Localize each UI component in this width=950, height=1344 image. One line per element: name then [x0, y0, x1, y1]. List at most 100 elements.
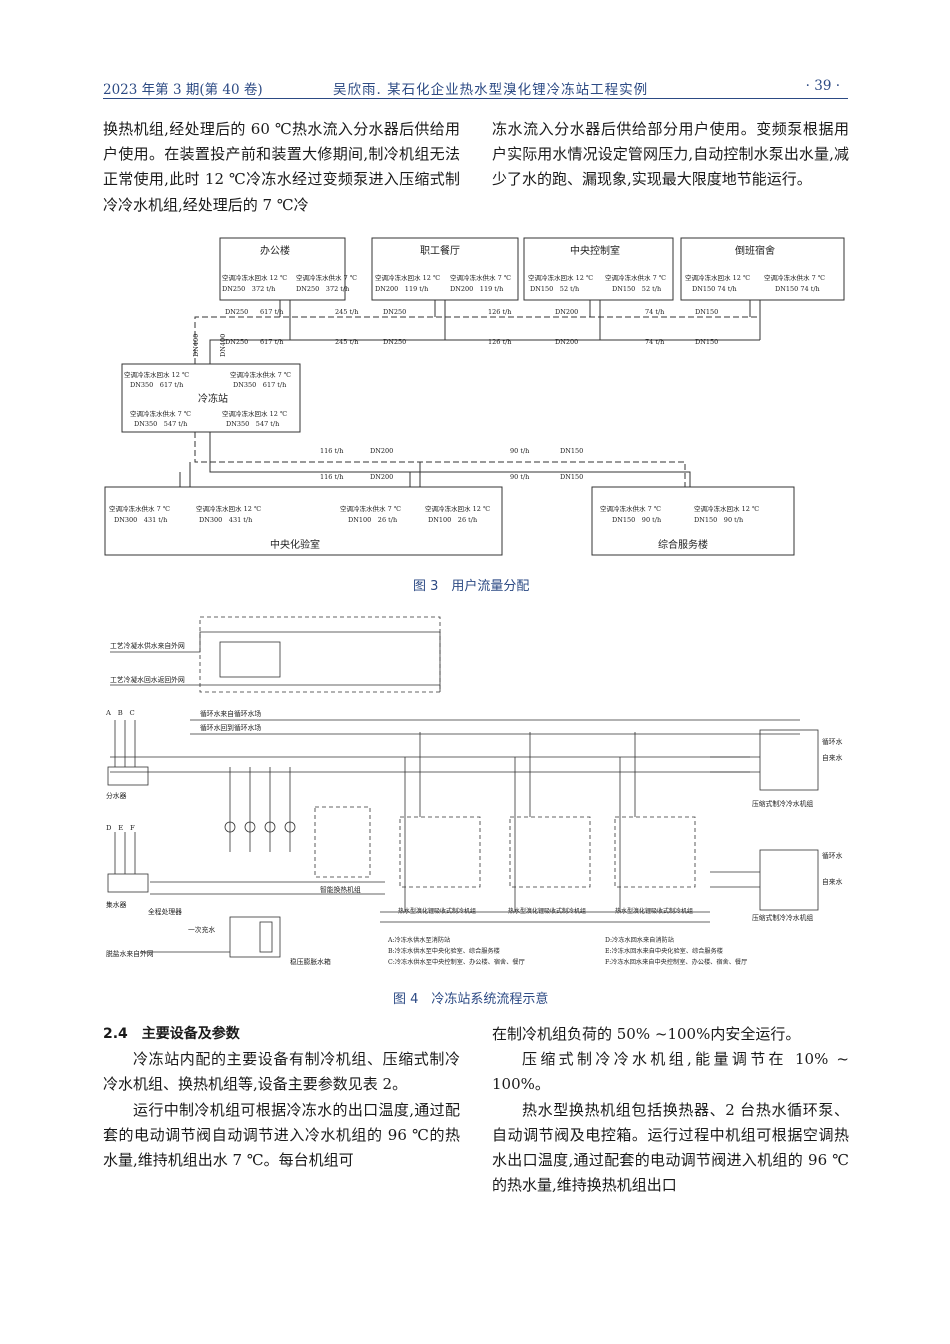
- running-header: 2023 年第 3 期(第 40 卷) 吴欣雨. 某石化企业热水型溴化锂冷冻站工…: [103, 76, 848, 99]
- diagram-label: A B C: [105, 709, 135, 717]
- pipe-label: 116 t/h: [320, 473, 343, 481]
- pipe-label: 126 t/h: [488, 308, 511, 316]
- page-number: · 39 ·: [805, 78, 840, 94]
- pipe-label: 空调冷冻水供水 7 ℃: [230, 370, 291, 379]
- pipe-label: 空调冷冻水回水 12 ℃: [685, 273, 750, 282]
- legend-item: E:冷冻水回水来自中央化验室、综合服务楼: [605, 947, 723, 955]
- paragraph: 在制冷机组负荷的 50% ~100%内安全运行。: [492, 1025, 801, 1043]
- pipe-label: DN250: [383, 308, 406, 316]
- pipe-label: 空调冷冻水回水 12 ℃: [375, 273, 440, 282]
- top-text-right: 冻水流入分水器后供给部分用户使用。变频泵根据用户实际用水情况设定管网压力,自动控…: [492, 117, 849, 193]
- diagram-label: 集水器: [106, 900, 127, 909]
- building-name: 中央控制室: [570, 244, 620, 257]
- journal-issue: 2023 年第 3 期(第 40 卷): [103, 82, 263, 98]
- figure-4-caption: 图 4 冷冻站系统流程示意: [393, 992, 549, 1007]
- diagram-label: 脱盐水来自外网: [106, 949, 154, 958]
- pipe-label: DN350 617 t/h: [130, 381, 183, 389]
- diagram-label: 热水型溴化锂吸收式制冷机组: [398, 907, 476, 915]
- pipe-label: DN400: [219, 334, 227, 357]
- pipe-label: 245 t/h: [335, 308, 358, 316]
- pipe-label: DN150 90 t/h: [694, 516, 743, 524]
- pipe-label: 空调冷冻水供水 7 ℃: [296, 273, 357, 282]
- station-name: 冷冻站: [198, 392, 228, 405]
- diagram-label: 自来水: [822, 877, 843, 886]
- pipe-label: 74 t/h: [645, 308, 664, 316]
- pipe-label: DN350 547 t/h: [134, 420, 187, 428]
- pipe-label: DN150 74 t/h: [692, 285, 737, 293]
- legend-item: C:冷冻水供水至中央控制室、办公楼、宿舍、餐厅: [388, 958, 525, 966]
- pipe-label: DN150: [695, 308, 718, 316]
- pipe-label: 空调冷冻水供水 7 ℃: [109, 504, 170, 513]
- diagram-label: 稳压膨胀水箱: [290, 957, 331, 966]
- article-title: 吴欣雨. 某石化企业热水型溴化锂冷冻站工程实例: [333, 82, 649, 98]
- figure-3-diagram: 办公楼 职工餐厅 中央控制室 倒班宿舍 空调冷冻水回水 12 ℃ DN250 3…: [104, 237, 845, 556]
- pipe-label: DN150 74 t/h: [775, 285, 820, 293]
- building-box: [591, 486, 795, 556]
- diagram-label: 自来水: [822, 753, 843, 762]
- paragraph: 热水型换热机组包括换热器、2 台热水循环泵、自动调节阀及电控箱。运行过程中机组可…: [492, 1100, 849, 1195]
- building-name: 中央化验室: [270, 538, 320, 551]
- pipe-label: 空调冷冻水回水 12 ℃: [124, 370, 189, 379]
- paragraph: 压缩式制冷冷水机组,能量调节在 10% ~ 100%。: [492, 1050, 849, 1094]
- paragraph: 换热机组,经处理后的 60 ℃热水流入分水器后供给用户使用。在装置投产前和装置大…: [103, 120, 460, 214]
- diagram-label: 全程处理器: [148, 907, 182, 916]
- pipe-label: DN200: [370, 447, 393, 455]
- pipe-label: 90 t/h: [510, 447, 529, 455]
- diagram-label: 循环水回到循环水场: [200, 723, 261, 732]
- pipe-label: DN150 52 t/h: [612, 285, 661, 293]
- pipe-label: DN200 119 t/h: [375, 285, 428, 293]
- pipe-label: DN150: [695, 338, 718, 346]
- pipe-label: 617 t/h: [260, 308, 283, 316]
- pipe-label: DN350 547 t/h: [226, 420, 279, 428]
- top-text-left: 换热机组,经处理后的 60 ℃热水流入分水器后供给用户使用。在装置投产前和装置大…: [103, 117, 460, 218]
- pipe-label: 空调冷冻水回水 12 ℃: [694, 504, 759, 513]
- pipe-label: 90 t/h: [510, 473, 529, 481]
- section-heading: 2.4 主要设备及参数: [103, 1026, 240, 1042]
- diagram-label: 工艺冷凝水回水返回外网: [110, 675, 185, 684]
- pipe-label: DN200 119 t/h: [450, 285, 503, 293]
- building-box: [523, 237, 674, 301]
- pipe-label: DN100 26 t/h: [348, 516, 397, 524]
- legend-item: F:冷冻水回水来自中央控制室、办公楼、宿舍、餐厅: [605, 958, 747, 966]
- building-box: [680, 237, 845, 301]
- pipe-label: DN400: [192, 334, 200, 357]
- pipe-label: 空调冷冻水回水 12 ℃: [425, 504, 490, 513]
- pipe-label: DN150 90 t/h: [612, 516, 661, 524]
- diagram-label: 分水器: [106, 791, 127, 800]
- legend-item: B:冷冻水供水至中央化验室、综合服务楼: [388, 947, 500, 955]
- diagram-label: 压缩式制冷冷水机组: [752, 799, 813, 808]
- pipe-label: DN250 372 t/h: [296, 285, 349, 293]
- building-name: 办公楼: [260, 244, 290, 257]
- diagram-label: 热水型溴化锂吸收式制冷机组: [615, 907, 693, 915]
- pipe-label: DN350 617 t/h: [233, 381, 286, 389]
- pipe-label: 空调冷冻水回水 12 ℃: [222, 409, 287, 418]
- legend-item: D:冷冻水回水来自消防站: [605, 936, 674, 944]
- diagram-label: 热水型溴化锂吸收式制冷机组: [508, 907, 586, 915]
- pipe-label: DN100 26 t/h: [428, 516, 477, 524]
- pipe-label: DN200: [370, 473, 393, 481]
- pipe-label: 空调冷冻水回水 12 ℃: [528, 273, 593, 282]
- building-name: 职工餐厅: [420, 244, 460, 257]
- pipe-label: 空调冷冻水供水 7 ℃: [764, 273, 825, 282]
- bottom-text-right: 在制冷机组负荷的 50% ~100%内安全运行。 压缩式制冷冷水机组,能量调节在…: [492, 1022, 849, 1198]
- diagram-label: 一次充水: [188, 925, 215, 934]
- paragraph: 冷冻站内配的主要设备有制冷机组、压缩式制冷冷水机组、换热机组等,设备主要参数见表…: [103, 1050, 460, 1094]
- bottom-text-left: 2.4 主要设备及参数 冷冻站内配的主要设备有制冷机组、压缩式制冷冷水机组、换热…: [103, 1022, 460, 1173]
- pipe-label: 空调冷冻水供水 7 ℃: [130, 409, 191, 418]
- pipe-label: DN150 52 t/h: [530, 285, 579, 293]
- diagram-label: 循环水来自循环水场: [200, 709, 261, 718]
- diagram-label: 循环水: [822, 851, 843, 860]
- pipe-label: DN300 431 t/h: [199, 516, 252, 524]
- figure-4-diagram: 工艺冷凝水供水来自外网 工艺冷凝水回水返回外网 循环水来自循环水场 循环水回到循…: [105, 616, 843, 966]
- pipe-label: DN200: [555, 338, 578, 346]
- pipe-label: DN150: [560, 473, 583, 481]
- diagram-label: 循环水: [822, 737, 843, 746]
- paragraph: 运行中制冷机组可根据冷冻水的出口温度,通过配套的电动调节阀自动调节进入冷水机组的…: [103, 1100, 460, 1170]
- pipe-label: DN300 431 t/h: [114, 516, 167, 524]
- pipe-label: 空调冷冻水供水 7 ℃: [600, 504, 661, 513]
- pipe-label: 245 t/h: [335, 338, 358, 346]
- pipe-label: 617 t/h: [260, 338, 283, 346]
- pipe-label: DN250 372 t/h: [222, 285, 275, 293]
- pipe-label: 116 t/h: [320, 447, 343, 455]
- pipe-label: DN150: [560, 447, 583, 455]
